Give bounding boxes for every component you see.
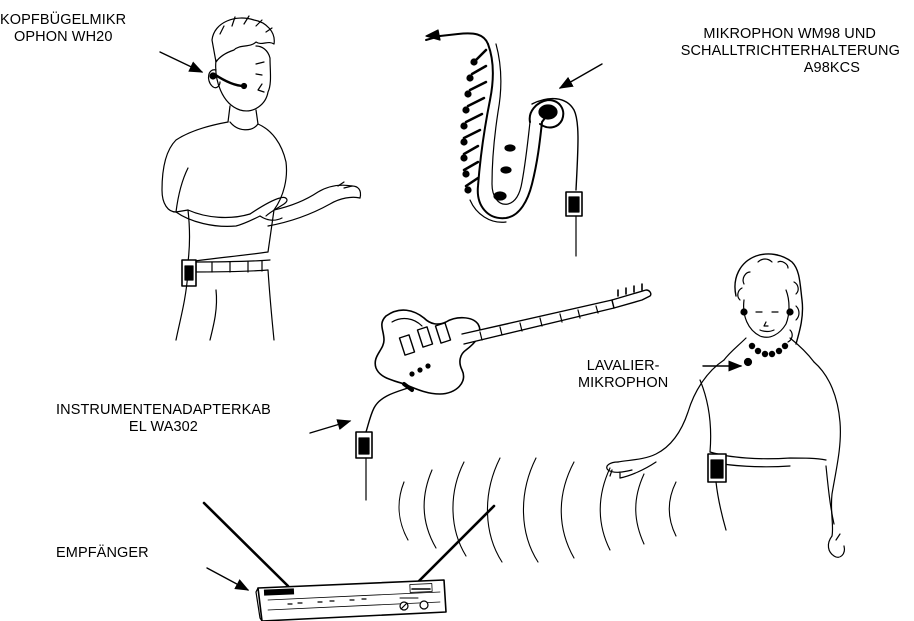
receiver-label-line1: EMPFÄNGER <box>56 545 149 562</box>
headset-label-line1: KOPFBÜGELMIKR <box>0 12 126 29</box>
headset-label: KOPFBÜGELMIKR OPHON WH20 <box>0 12 126 46</box>
receiver-label: EMPFÄNGER <box>56 545 149 562</box>
headset-arrow <box>160 52 202 72</box>
sax-arrow <box>560 64 602 88</box>
lavalier-label-line2: MIKROPHON <box>578 375 668 392</box>
sax-label-line3: A98KCS <box>681 60 900 77</box>
headset-label-line2: OPHON WH20 <box>0 29 126 46</box>
saxophone-figure <box>426 30 582 256</box>
receiver-unit <box>204 503 494 621</box>
instrument-arrow <box>310 421 350 433</box>
receiver-antenna-right <box>414 506 494 586</box>
instrument-label-line2: EL WA302 <box>56 419 271 436</box>
lavalier-label: LAVALIER- MIKROPHON <box>578 358 668 392</box>
receiver-arrow <box>207 568 248 590</box>
headset-performer-figure <box>162 16 361 340</box>
sax-label-line1: MIKROPHON WM98 UND <box>681 26 900 43</box>
lavalier-label-line1: LAVALIER- <box>578 358 668 375</box>
sax-label: MIKROPHON WM98 UND SCHALLTRICHTERHALTERU… <box>681 26 900 77</box>
instrument-label-line1: INSTRUMENTENADAPTERKAB <box>56 402 271 419</box>
instrument-label: INSTRUMENTENADAPTERKAB EL WA302 <box>56 402 271 436</box>
sax-label-line2: SCHALLTRICHTERHALTERUNG <box>681 43 900 60</box>
